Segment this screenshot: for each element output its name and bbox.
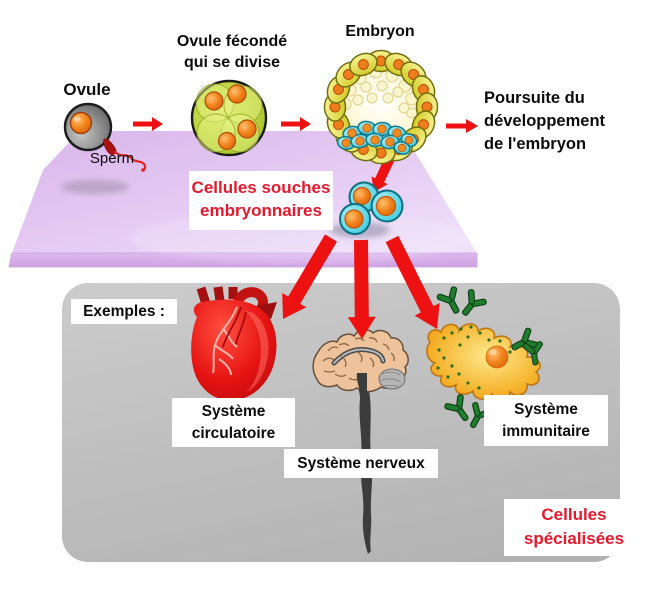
- ovule-shadow: [61, 180, 129, 194]
- immune-system-label: Système immunitaire: [484, 395, 608, 446]
- arrow-right-icon: [446, 119, 478, 133]
- inner-cell-mass: [336, 120, 418, 155]
- fertilized-egg-label: Ovule fécondé qui se divise: [176, 33, 288, 71]
- arrow-right-icon: [281, 117, 311, 131]
- stem-cells-label: Cellules souches embryonnaires: [189, 171, 333, 230]
- circulatory-system-label: Système circulatoire: [172, 398, 295, 447]
- ovule-label: Ovule: [63, 80, 111, 99]
- dividing-egg-illustration: [190, 79, 268, 157]
- embryo-label: Embryon: [345, 23, 415, 40]
- egg-cell-illustration: [63, 102, 113, 152]
- stem-cells-shadow: [330, 222, 390, 238]
- nervous-system-label: Système nerveux: [284, 449, 438, 478]
- specialized-cells-label: Cellules spécialisées: [504, 499, 644, 556]
- arrow-down-left-short-icon: [371, 149, 398, 192]
- arrow-right-icon: [133, 117, 163, 131]
- development-label: Poursuite du développement de l'embryon: [484, 89, 606, 153]
- trophoblast-ring: [323, 49, 439, 165]
- blastocyst-illustration: [323, 49, 439, 165]
- stem-cells-illustration: [339, 181, 404, 235]
- examples-title: Exemples :: [71, 299, 177, 324]
- sperm-label: Sperm: [89, 150, 135, 167]
